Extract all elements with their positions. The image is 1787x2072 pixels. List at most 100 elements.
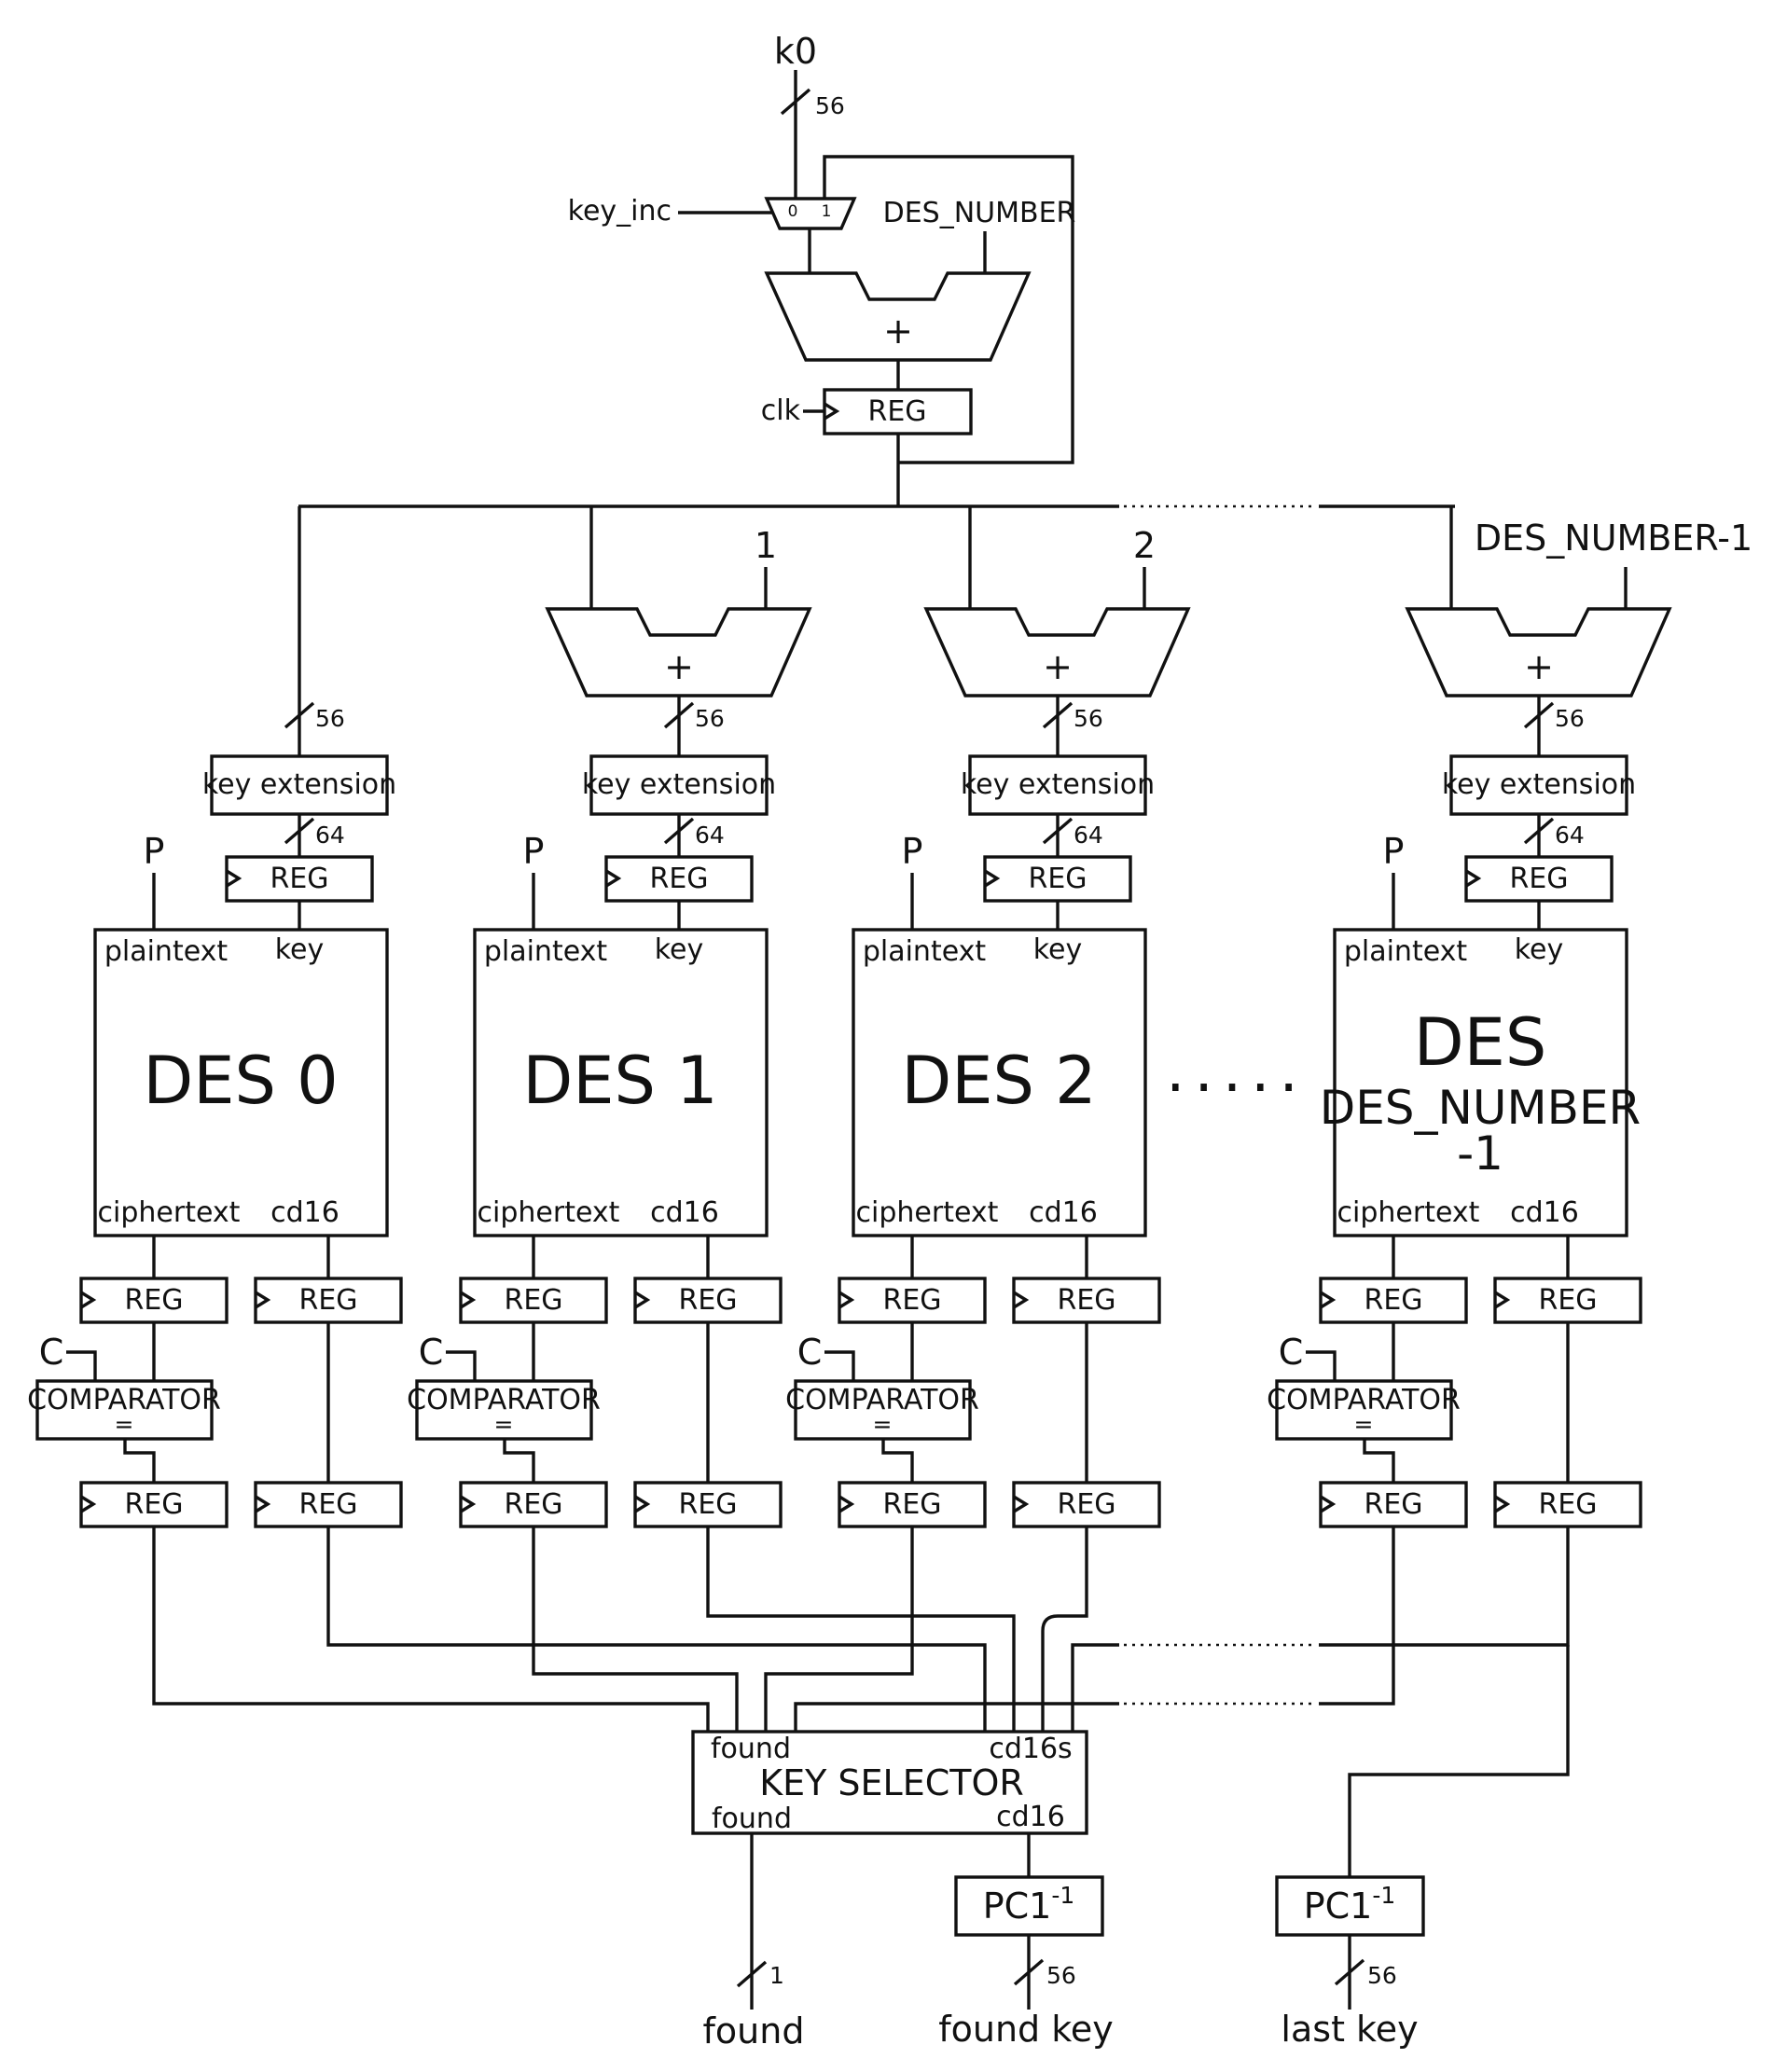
p-label: P <box>523 831 545 872</box>
mux-input-1: 1 <box>822 202 832 221</box>
comparator-equals: = <box>873 1411 893 1438</box>
cd16-reg-label: REG <box>678 1284 737 1317</box>
cd16-route-last <box>1319 1526 1570 1647</box>
key-port: key <box>275 933 325 966</box>
ciphertext-port: ciphertext <box>856 1196 999 1229</box>
comparator-out-wire <box>503 1439 535 1483</box>
cd16-out-reg-label: REG <box>1538 1488 1597 1521</box>
comparator <box>415 1379 593 1441</box>
cd16-reg <box>254 1277 403 1324</box>
comparator-equals: = <box>494 1411 514 1438</box>
c-label: C <box>1279 1332 1304 1373</box>
des-title: DES 2 <box>901 1043 1096 1119</box>
des-unit-2 <box>852 928 1147 1237</box>
clock-marker <box>634 1291 651 1309</box>
key-extension-label: key extension <box>202 768 396 801</box>
key-adder <box>1405 607 1672 698</box>
bus-slash <box>1523 701 1555 729</box>
comparator-out-wire <box>881 1439 914 1483</box>
found-output-label: found <box>703 2010 805 2051</box>
c-wire <box>824 1350 855 1381</box>
bus-width-label: 64 <box>315 822 345 849</box>
comparator <box>1275 1379 1453 1441</box>
found-reg-label: REG <box>1364 1488 1422 1521</box>
bus-slash <box>1334 1958 1365 1986</box>
key-reg-label: REG <box>270 863 328 895</box>
last-key-output-label: last key <box>1281 2009 1418 2050</box>
main-adder <box>764 271 1032 362</box>
plaintext-port: plaintext <box>104 935 229 968</box>
clock-marker <box>255 1291 271 1309</box>
cd16-reg <box>1012 1277 1161 1324</box>
bus-slash <box>736 1960 768 1988</box>
des-title-line1: DES <box>1414 1004 1547 1081</box>
bus-width-label: 64 <box>1555 822 1585 849</box>
key-extension-label: key extension <box>961 768 1155 801</box>
found-route-2 <box>764 1526 914 1732</box>
mux-input-0: 0 <box>788 202 798 221</box>
bus-slash <box>1042 817 1074 845</box>
cd16-port: cd16 <box>1029 1196 1098 1229</box>
comparator-equals: = <box>115 1411 134 1438</box>
key-selector-found-in: found <box>711 1733 791 1765</box>
clock-marker <box>255 1495 271 1513</box>
p-label: P <box>144 831 165 872</box>
ciphertext-reg-label: REG <box>882 1284 941 1317</box>
found-route-1 <box>532 1526 739 1732</box>
cd16-route-1 <box>706 1526 1016 1732</box>
key-port: key <box>1515 933 1564 966</box>
k0-label: k0 <box>774 31 817 72</box>
comparator-out-wire <box>1363 1439 1395 1483</box>
ciphertext-reg <box>79 1277 229 1324</box>
key-selector-section: found cd16s KEY SELECTOR found cd16 1 fo… <box>691 1730 1425 2051</box>
key-selector-cd16s-in: cd16s <box>989 1733 1072 1765</box>
bus-slash <box>1042 701 1074 729</box>
key-extension-label: key extension <box>1442 768 1636 801</box>
comparator-out-wire <box>123 1439 156 1483</box>
cd16-port: cd16 <box>1510 1196 1579 1229</box>
plaintext-port: plaintext <box>1344 935 1468 968</box>
found-route-last-in <box>794 1702 1119 1732</box>
c-label: C <box>419 1332 444 1373</box>
key-selector-cd16-out: cd16 <box>996 1801 1065 1833</box>
key-extension-block <box>210 754 389 816</box>
key-adder <box>545 607 812 698</box>
cd16-reg-label: REG <box>1538 1284 1597 1317</box>
pc1-text: PC1 <box>983 1886 1052 1927</box>
bus-width-label: 56 <box>1074 705 1103 732</box>
ciphertext-reg <box>838 1277 987 1324</box>
pc1-inverse-label: PC1-1 <box>1304 1882 1396 1927</box>
clock-marker <box>1465 869 1482 888</box>
ciphertext-port: ciphertext <box>1337 1196 1480 1229</box>
bus-slash <box>1523 817 1555 845</box>
increment-label: DES_NUMBER-1 <box>1475 518 1752 559</box>
key-adder <box>923 607 1191 698</box>
clock-marker <box>838 1291 855 1309</box>
counter-reg-label: REG <box>867 395 926 428</box>
key-selector <box>691 1730 1088 1835</box>
key-reg-label: REG <box>1028 863 1087 895</box>
bus-width-label: 64 <box>695 822 725 849</box>
bus-width-label: 56 <box>315 705 345 732</box>
comparator-label: COMPARATOR <box>1267 1384 1461 1416</box>
clock-marker <box>605 869 622 888</box>
key-reg-label: REG <box>649 863 708 895</box>
comparator-label: COMPARATOR <box>407 1384 601 1416</box>
plaintext-port: plaintext <box>484 935 608 968</box>
cd16-out-reg-label: REG <box>298 1488 357 1521</box>
p-label: P <box>902 831 923 872</box>
des-number-label: DES_NUMBER <box>883 197 1076 229</box>
adder-plus: + <box>1043 646 1073 687</box>
clock-marker <box>1494 1495 1511 1513</box>
found-reg-label: REG <box>124 1488 183 1521</box>
pc1-inverse-label: PC1-1 <box>983 1882 1075 1927</box>
found-reg-label: REG <box>882 1488 941 1521</box>
des-title-line2: DES_NUMBER <box>1320 1081 1642 1135</box>
ciphertext-port: ciphertext <box>98 1196 241 1229</box>
p-label: P <box>1383 831 1405 872</box>
cd16-route-2 <box>1041 1526 1088 1732</box>
c-label: C <box>797 1332 823 1373</box>
key-selector-title: KEY SELECTOR <box>759 1762 1024 1803</box>
clock-marker <box>80 1495 97 1513</box>
bus-width-label: 64 <box>1074 822 1103 849</box>
